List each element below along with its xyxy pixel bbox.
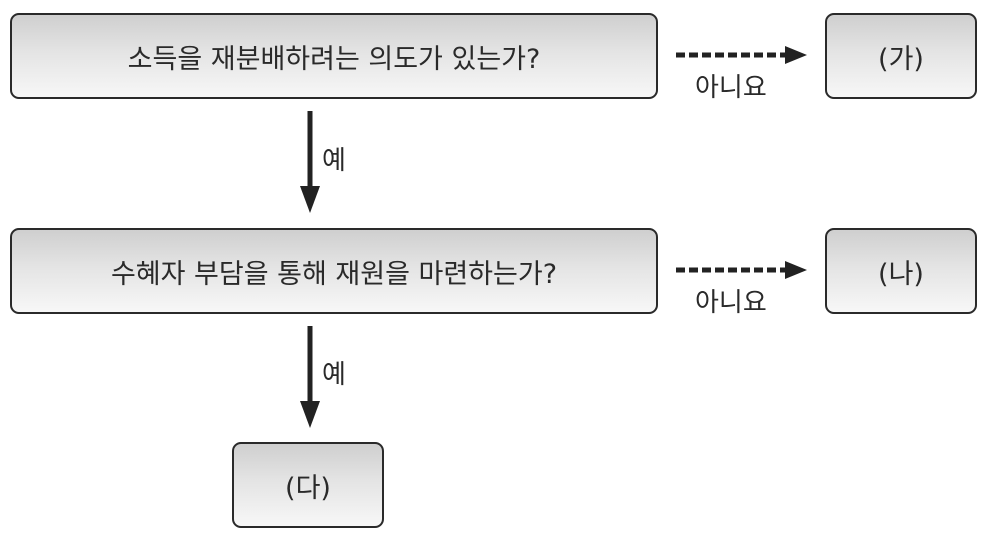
arrow-q2-no <box>676 261 807 279</box>
result-a-box: (가) <box>825 13 977 99</box>
question-1-text: 소득을 재분배하려는 의도가 있는가? <box>127 43 541 75</box>
result-c-text: (다) <box>285 472 331 504</box>
q1-no-label: 아니요 <box>695 73 767 103</box>
result-b-text: (나) <box>878 258 924 290</box>
question-2-box: 수혜자 부담을 통해 재원을 마련하는가? <box>10 228 658 314</box>
question-1-box: 소득을 재분배하려는 의도가 있는가? <box>10 13 658 99</box>
q2-yes-label: 예 <box>322 360 346 390</box>
q1-yes-label: 예 <box>322 146 346 176</box>
q2-no-label: 아니요 <box>695 288 767 318</box>
result-a-text: (가) <box>878 43 924 75</box>
arrow-q1-yes <box>300 111 320 213</box>
arrow-q2-yes <box>300 326 320 428</box>
question-2-text: 수혜자 부담을 통해 재원을 마련하는가? <box>110 258 558 290</box>
result-c-box: (다) <box>232 442 384 528</box>
arrow-q1-no <box>676 46 807 64</box>
result-b-box: (나) <box>825 228 977 314</box>
